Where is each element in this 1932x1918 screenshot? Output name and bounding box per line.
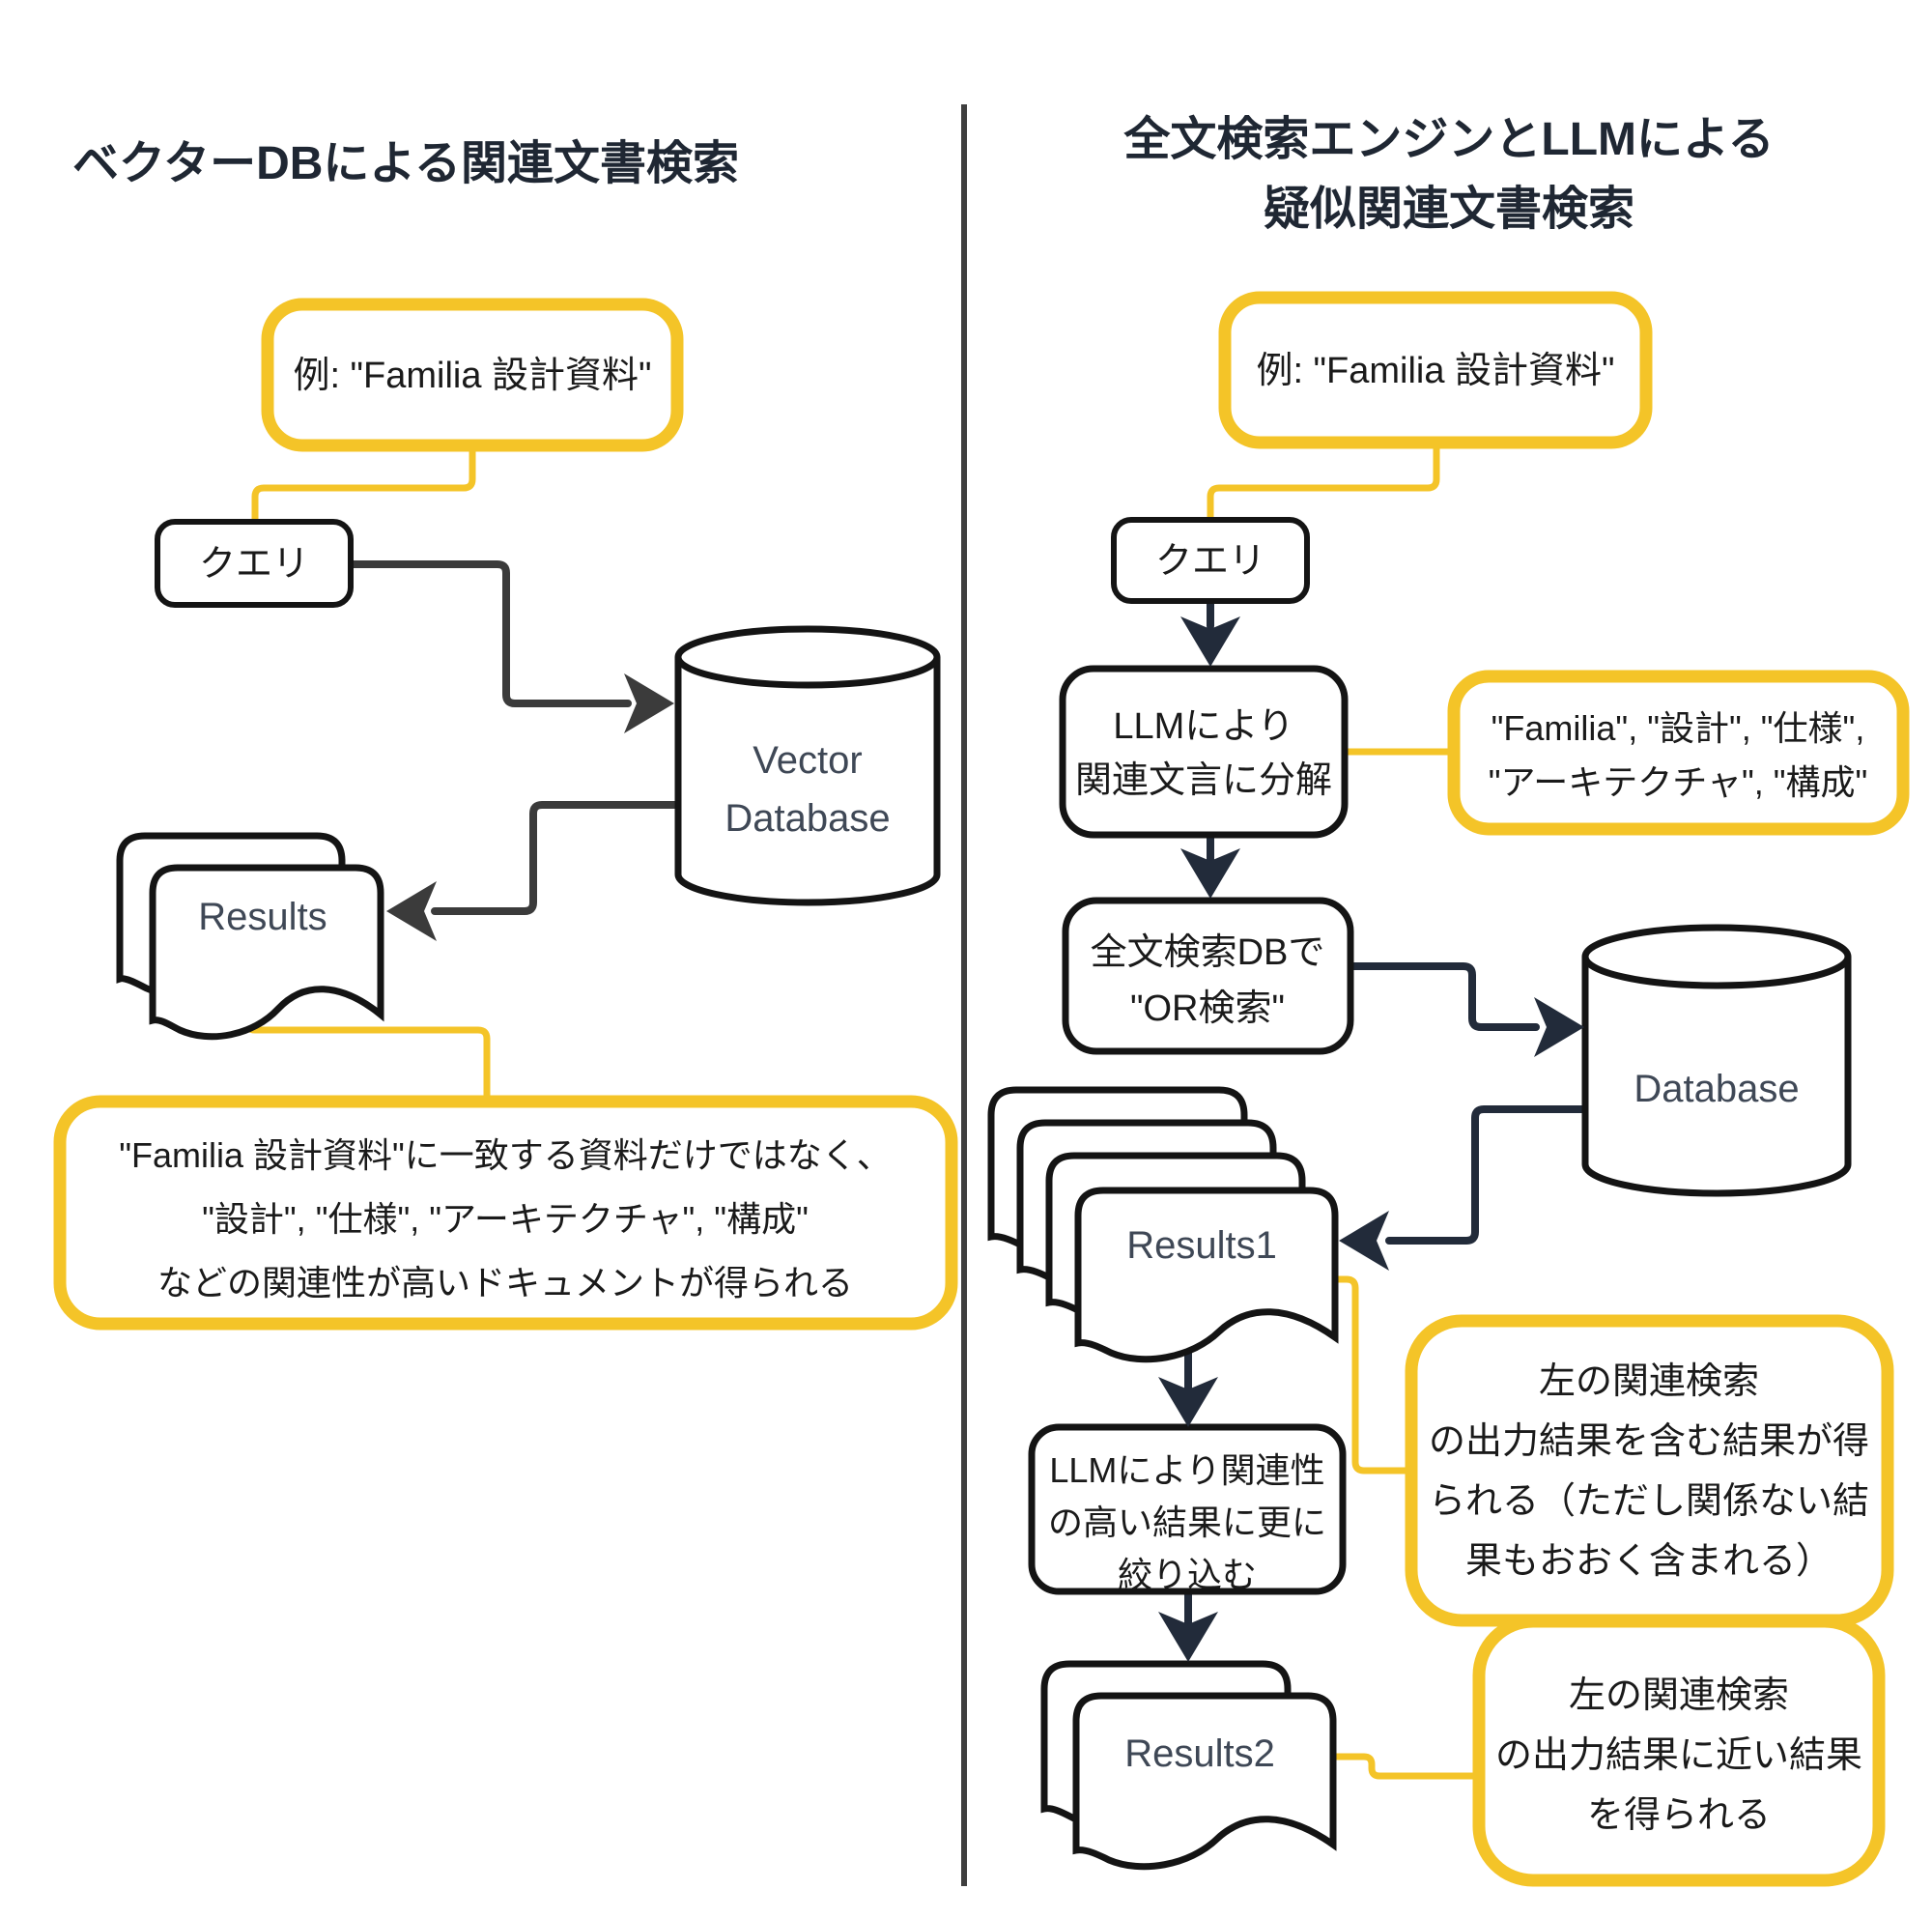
right-title-line2: 疑似関連文書検索 xyxy=(1264,184,1634,235)
results1-note-line3: られる（ただし関係ない結 xyxy=(1429,1481,1869,1522)
results2-doc-front xyxy=(1072,1692,1337,1871)
fulltext-db-cylinder-top xyxy=(1581,924,1852,989)
left-example-callout xyxy=(261,298,684,452)
left-example-label: 例: "Familia 設計資料" xyxy=(293,356,651,396)
llm-decompose-box xyxy=(1059,665,1349,839)
llm-decompose-line1: LLMにより xyxy=(1113,706,1293,747)
left-vectordb-to-results-connector xyxy=(431,801,682,915)
vector-db-label-line2: Database xyxy=(724,797,890,840)
left-note-line1: "Familia 設計資料"に一致する資料だけではなく、 xyxy=(119,1135,892,1175)
left-query-box xyxy=(155,519,354,608)
right-query-box xyxy=(1111,517,1310,604)
keywords-line1: "Familia", "設計", "仕様", xyxy=(1492,708,1865,748)
right-example-to-query-connector xyxy=(1207,439,1440,524)
results2-note-line2: の出力結果に近い結果 xyxy=(1495,1735,1862,1776)
right-query-label: クエリ xyxy=(1155,541,1265,582)
right-orsearch-to-database-connector xyxy=(1347,962,1540,1031)
results2-note-line3: を得られる xyxy=(1587,1795,1771,1836)
results1-note-line4: 果もおおく含まれる） xyxy=(1465,1541,1833,1582)
left-results-to-note-connector xyxy=(242,996,491,1105)
or-search-line2: "OR検索" xyxy=(1130,988,1285,1029)
results2-label: Results2 xyxy=(1124,1732,1275,1775)
left-arrowhead-into-results xyxy=(386,881,437,941)
right-database-to-results1-connector xyxy=(1385,1105,1589,1245)
llm-refine-line2: の高い結果に更に xyxy=(1048,1503,1326,1542)
results1-doc-front xyxy=(1074,1187,1339,1363)
right-arrowhead-query-to-llm xyxy=(1180,616,1240,667)
left-arrowhead-into-vectordb xyxy=(624,673,674,733)
or-search-box xyxy=(1062,897,1354,1055)
results1-note-line1: 左の関連検索 xyxy=(1539,1361,1759,1402)
results1-label: Results1 xyxy=(1126,1224,1277,1267)
right-results2-to-note-connector xyxy=(1329,1753,1481,1780)
or-search-line1: 全文検索DBで xyxy=(1091,932,1325,973)
left-note-line2: "設計", "仕様", "アーキテクチャ", "構成" xyxy=(202,1199,809,1239)
llm-refine-box xyxy=(1028,1423,1347,1595)
keywords-line2: "アーキテクチャ", "構成" xyxy=(1489,762,1868,802)
right-arrowhead-llm-to-orsearch xyxy=(1180,848,1240,899)
right-arrowhead-into-database xyxy=(1534,997,1584,1057)
left-query-to-vectordb-connector xyxy=(347,560,632,707)
right-title-line1: 全文検索エンジンとLLMによる xyxy=(1122,113,1774,165)
left-query-label: クエリ xyxy=(199,544,309,585)
left-title: ベクターDBによる関連文書検索 xyxy=(72,138,739,189)
vector-db-cylinder-top xyxy=(674,625,941,689)
right-example-label: 例: "Familia 設計資料" xyxy=(1256,351,1614,391)
results2-note-callout xyxy=(1472,1615,1886,1887)
llm-refine-line1: LLMにより関連性 xyxy=(1049,1450,1324,1490)
right-example-callout xyxy=(1218,291,1653,449)
right-results1-to-note-connector xyxy=(1331,1275,1413,1474)
right-arrowhead-into-results2 xyxy=(1158,1612,1218,1662)
right-arrowhead-into-results1 xyxy=(1339,1211,1389,1271)
left-results-doc-front xyxy=(149,864,384,1041)
left-note-line3: などの関連性が高いドキュメントが得られる xyxy=(157,1263,853,1303)
llm-decompose-line2: 関連文言に分解 xyxy=(1075,760,1332,801)
fulltext-db-label: Database xyxy=(1634,1068,1799,1110)
keywords-callout xyxy=(1447,670,1910,836)
results2-note-line1: 左の関連検索 xyxy=(1569,1675,1789,1716)
left-note-callout xyxy=(53,1095,958,1331)
left-example-to-query-connector xyxy=(251,442,476,526)
fulltext-db-cylinder xyxy=(1581,957,1852,1197)
vector-db-label-line1: Vector xyxy=(753,739,862,782)
left-results-label: Results xyxy=(198,896,327,938)
results1-note-line2: の出力結果を含む結果が得 xyxy=(1429,1421,1869,1462)
llm-refine-line3: 絞り込む xyxy=(1118,1555,1257,1594)
right-arrowhead-into-refine xyxy=(1158,1377,1218,1427)
vector-db-cylinder xyxy=(674,657,941,906)
